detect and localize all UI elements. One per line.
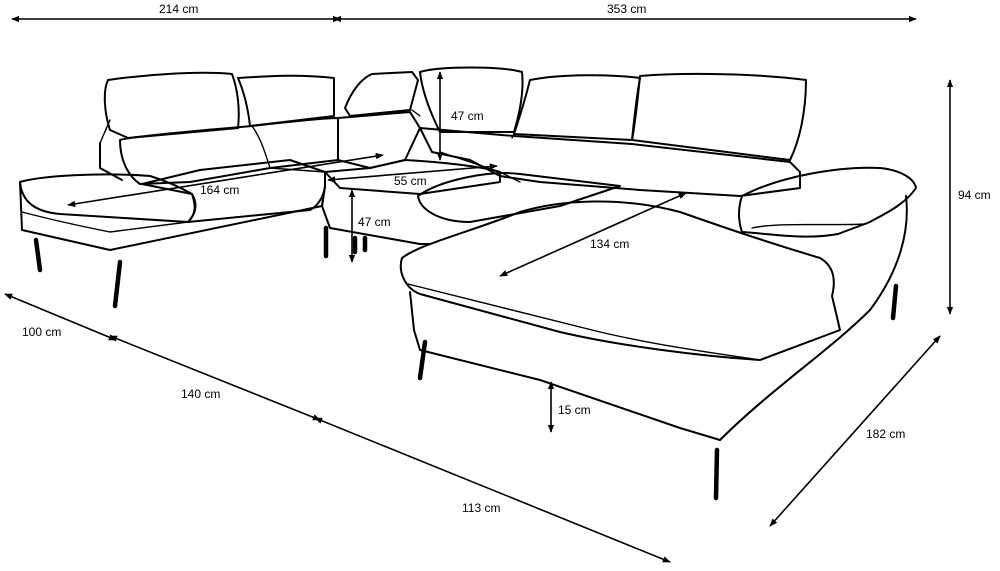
right-seat-cushion	[417, 172, 621, 223]
right-leg-2	[713, 447, 720, 501]
left-base-front	[19, 181, 326, 251]
label-top-right-width: 353 cm	[607, 2, 646, 16]
left-chaise-section	[19, 71, 339, 309]
right-armrest	[738, 166, 917, 238]
center-headrest	[419, 66, 524, 133]
dimension-arrows	[4, 15, 954, 563]
label-seat-height: 47 cm	[358, 215, 391, 229]
right-base-front	[409, 291, 721, 441]
label-left-section-length: 140 cm	[181, 387, 220, 401]
label-left-seat-length: 164 cm	[200, 183, 239, 197]
left-headrest-1	[103, 71, 240, 139]
label-right-chaise-length: 134 cm	[590, 237, 629, 251]
right-headrest-1	[513, 74, 641, 141]
left-leg-1	[33, 237, 43, 273]
label-leg-height: 15 cm	[558, 403, 591, 417]
corner-headrest	[344, 71, 419, 117]
right-base-side	[719, 195, 908, 441]
label-front-section-length: 113 cm	[462, 501, 500, 515]
label-total-height: 94 cm	[958, 188, 991, 202]
left-headrest-2	[237, 74, 335, 127]
left-leg-2	[112, 259, 123, 309]
right-leg-3	[890, 283, 899, 321]
label-center-seat-depth: 55 cm	[394, 174, 427, 188]
right-chaise-section	[399, 72, 917, 501]
dimension-labels: 214 cm 353 cm 47 cm 164 cm 55 cm 47 cm 1…	[22, 0, 991, 515]
label-right-depth: 182 cm	[866, 427, 905, 441]
label-left-depth: 100 cm	[22, 325, 61, 339]
sofa-drawing	[19, 66, 917, 501]
right-headrest-2	[631, 72, 807, 161]
right-leg-1	[417, 339, 428, 381]
right-backrest	[419, 127, 801, 197]
left-backrest	[119, 117, 339, 185]
label-headrest-height: 47 cm	[451, 109, 484, 123]
label-top-left-width: 214 cm	[159, 2, 198, 16]
